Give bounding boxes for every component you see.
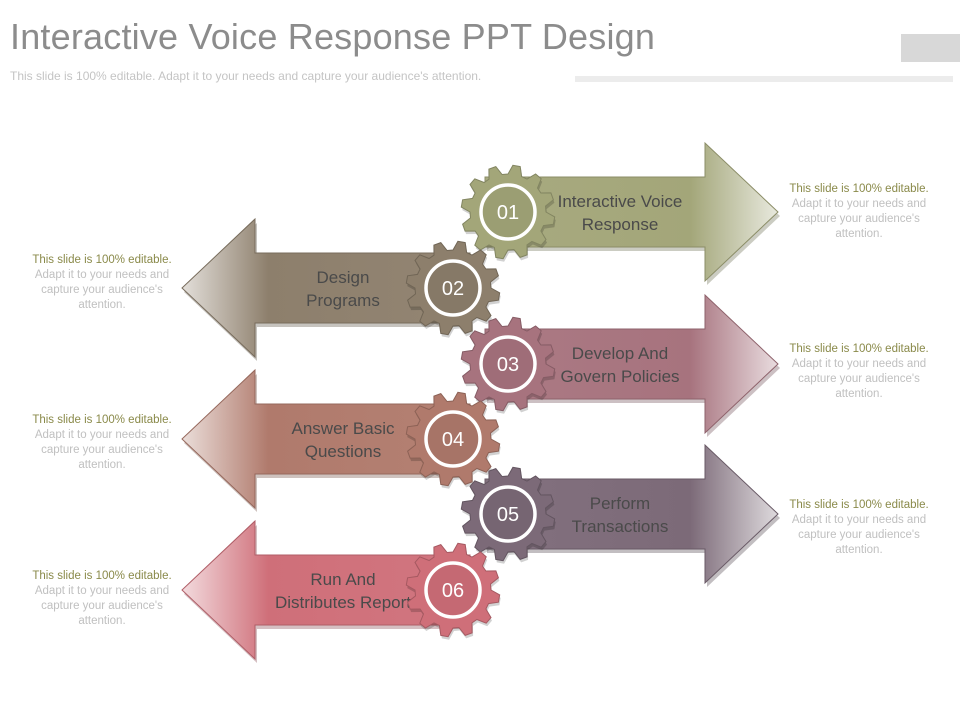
arrow-step-02 [181, 217, 471, 359]
step-number: 04 [442, 429, 464, 451]
arrow-step-06 [181, 519, 471, 661]
note-1: This slide is 100% editable. Adapt it to… [789, 182, 929, 242]
note-text: Adapt it to your needs and capture your … [791, 358, 927, 400]
note-6: This slide is 100% editable. Adapt it to… [32, 569, 172, 629]
note-text: Adapt it to your needs and capture your … [791, 514, 927, 556]
step-number: 05 [497, 504, 519, 526]
gear-icon: 01 [460, 164, 556, 262]
gear-icon: 06 [405, 542, 501, 640]
arrow-step-04 [181, 368, 471, 510]
note-text: Adapt it to your needs and capture your … [34, 429, 170, 471]
gears-layer: 01 02 03 04 05 06 [405, 164, 556, 640]
step-number: 02 [442, 278, 464, 300]
note-3: This slide is 100% editable. Adapt it to… [789, 342, 929, 402]
note-4: This slide is 100% editable. Adapt it to… [32, 413, 172, 473]
note-highlight: This slide is 100% editable. [789, 343, 929, 355]
note-highlight: This slide is 100% editable. [789, 499, 929, 511]
gear-icon: 05 [460, 466, 556, 564]
header-rule [575, 76, 953, 82]
note-text: Adapt it to your needs and capture your … [34, 269, 170, 311]
note-highlight: This slide is 100% editable. [32, 414, 172, 426]
step-number: 06 [442, 580, 464, 602]
note-5: This slide is 100% editable. Adapt it to… [789, 498, 929, 558]
gear-icon: 04 [405, 391, 501, 489]
step-number: 01 [497, 202, 519, 224]
page-subtitle: This slide is 100% editable. Adapt it to… [10, 69, 482, 83]
step-number: 03 [497, 354, 519, 376]
note-highlight: This slide is 100% editable. [32, 254, 172, 266]
corner-box [901, 34, 960, 62]
note-2: This slide is 100% editable. Adapt it to… [32, 253, 172, 313]
gear-icon: 02 [405, 240, 501, 338]
page-title: Interactive Voice Response PPT Design [10, 16, 656, 57]
note-text: Adapt it to your needs and capture your … [34, 585, 170, 627]
gear-icon: 03 [460, 316, 556, 414]
note-text: Adapt it to your needs and capture your … [791, 198, 927, 240]
note-highlight: This slide is 100% editable. [32, 570, 172, 582]
note-highlight: This slide is 100% editable. [789, 183, 929, 195]
